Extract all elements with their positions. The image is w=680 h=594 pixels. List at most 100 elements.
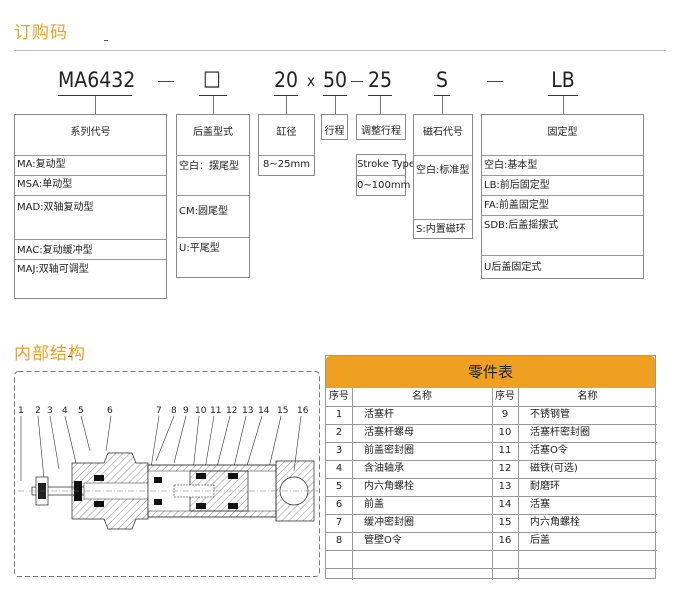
- rear-cover-header: 后盖型式: [193, 127, 233, 138]
- callout-16: 16: [297, 406, 309, 416]
- rear-cover-item: 空白：摆尾型: [177, 155, 249, 195]
- code-adjust-underline: [368, 95, 392, 96]
- part-no: 11: [498, 445, 512, 456]
- part-name: 前盖密封圈: [364, 445, 414, 456]
- part-no: 7: [335, 517, 343, 528]
- part-name: 活塞杆: [364, 409, 394, 420]
- part-name: 管壁O令: [364, 535, 402, 546]
- rod-bore: [83, 482, 149, 500]
- cylinder-section-drawing: 1 2 3 4 5 6 7 8 9 10 11 12 13 14 15 16: [14, 371, 320, 577]
- header-no-right: 序号: [495, 391, 515, 402]
- code-mount-underline: [548, 95, 578, 96]
- header-name-right: 名称: [577, 391, 598, 402]
- magnet-header: 磁石代号: [423, 127, 463, 138]
- code-mount: LB: [551, 68, 575, 92]
- callout-13: 13: [242, 406, 253, 416]
- stroke-range: 0~100mm: [357, 175, 410, 195]
- parts-table-title: 零件表: [326, 356, 655, 388]
- callout-2: 2: [35, 406, 41, 416]
- series-code-box: 系列代号 MA:复动型 MSA:单动型 MAD:双轴复动型 MAC:复动缓冲型 …: [14, 114, 167, 299]
- title-divider: [14, 50, 666, 51]
- stroke-type-box: Stroke Type 0~100mm: [356, 154, 416, 196]
- part-no: 1: [335, 409, 343, 420]
- series-item: MSA:单动型: [15, 175, 166, 195]
- part-name: 不锈钢管: [530, 409, 570, 420]
- part-no: 13: [498, 481, 512, 492]
- code-times: x: [307, 72, 315, 90]
- code-adjust: 25: [368, 68, 393, 92]
- connector-bore: [286, 96, 287, 114]
- callout-3: 3: [47, 406, 53, 416]
- mount-item: 空白:基本型: [482, 155, 643, 175]
- stroke-type-label: Stroke Type: [357, 159, 416, 170]
- adjust-header: 调整行程: [361, 126, 401, 137]
- part-name: 活塞杆螺母: [364, 427, 414, 438]
- part-no: 16: [498, 535, 512, 546]
- series-header: 系列代号: [70, 127, 111, 138]
- part-no: 3: [335, 445, 343, 456]
- callout-8: 8: [171, 406, 177, 416]
- callout-10: 10: [195, 406, 207, 416]
- stroke-header: 行程: [324, 126, 345, 137]
- code-model-underline: [58, 95, 132, 96]
- cushion-seal: [154, 499, 162, 505]
- code-dash-2: [351, 81, 363, 82]
- callout-14: 14: [258, 406, 270, 416]
- code-stroke-underline: [323, 95, 347, 96]
- part-no: 4: [335, 463, 343, 474]
- mount-item: FA:前盖固定型: [482, 195, 643, 215]
- part-no: 12: [498, 463, 512, 474]
- part-name: 前盖: [364, 499, 384, 510]
- part-name: 活塞O令: [530, 445, 568, 456]
- header-no-left: 序号: [329, 391, 349, 402]
- rear-cover-item: CM:圆尾型: [177, 195, 249, 237]
- barrel-wall-bottom: [147, 510, 277, 518]
- part-no: 6: [335, 499, 343, 510]
- connector-rear: [213, 96, 214, 114]
- connector-mount: [563, 96, 564, 114]
- code-dash-1: [158, 81, 174, 82]
- mount-item: U后盖固定式: [482, 255, 643, 279]
- callout-7: 7: [156, 406, 162, 416]
- part-no: 10: [498, 427, 512, 438]
- code-model: MA6432: [58, 68, 136, 92]
- tick-mark: [68, 356, 72, 357]
- mount-item: SDB:后盖摇摆式: [482, 215, 643, 255]
- piston-seal: [196, 473, 206, 479]
- part-no: 14: [498, 499, 512, 510]
- code-stroke: 50: [323, 68, 348, 92]
- connector-series: [95, 96, 96, 114]
- barrel-wall-top: [147, 464, 277, 472]
- bearing-mark: [94, 475, 104, 481]
- connector-adjust: [380, 96, 381, 114]
- callout-numbers: 1 2 3 4 5 6 7 8 9 10 11 12 13 14 15 16: [18, 406, 309, 416]
- adjust-header-box: 调整行程: [356, 114, 406, 140]
- part-name: 耐磨环: [530, 481, 560, 492]
- magnet-box: 磁石代号 空白:标准型 S:内置磁环: [413, 114, 473, 239]
- callout-4: 4: [62, 406, 68, 416]
- connector-magnet: [442, 96, 443, 114]
- order-code-title: 订购码: [14, 23, 68, 43]
- callout-12: 12: [226, 406, 237, 416]
- callout-5: 5: [78, 406, 84, 416]
- bearing-mark: [94, 501, 104, 507]
- code-bore-underline: [274, 95, 298, 96]
- part-name: 后盖: [530, 535, 550, 546]
- part-no: 2: [335, 427, 343, 438]
- code-dash-3: [487, 81, 503, 82]
- part-name: 磁铁(可选): [530, 463, 578, 474]
- piston-seal: [196, 503, 206, 509]
- callout-15: 15: [277, 406, 288, 416]
- callout-1: 1: [18, 406, 24, 416]
- tick-mark: [104, 40, 108, 41]
- part-name: 活塞: [530, 499, 550, 510]
- part-name: 缓冲密封圈: [364, 517, 414, 528]
- bore-value: 8~25mm: [259, 155, 314, 175]
- stroke-header-box: 行程: [321, 114, 348, 140]
- part-no: 5: [335, 481, 343, 492]
- part-name: 内六角螺栓: [364, 481, 414, 492]
- code-box-underline: [199, 95, 227, 96]
- series-item: MAD:双轴复动型: [15, 195, 166, 239]
- parts-table: 零件表 序号 名称 序号 名称 1 活塞杆 9 不锈钢管 2 活塞杆螺母 10 …: [325, 355, 657, 580]
- code-bore: 20: [274, 68, 299, 92]
